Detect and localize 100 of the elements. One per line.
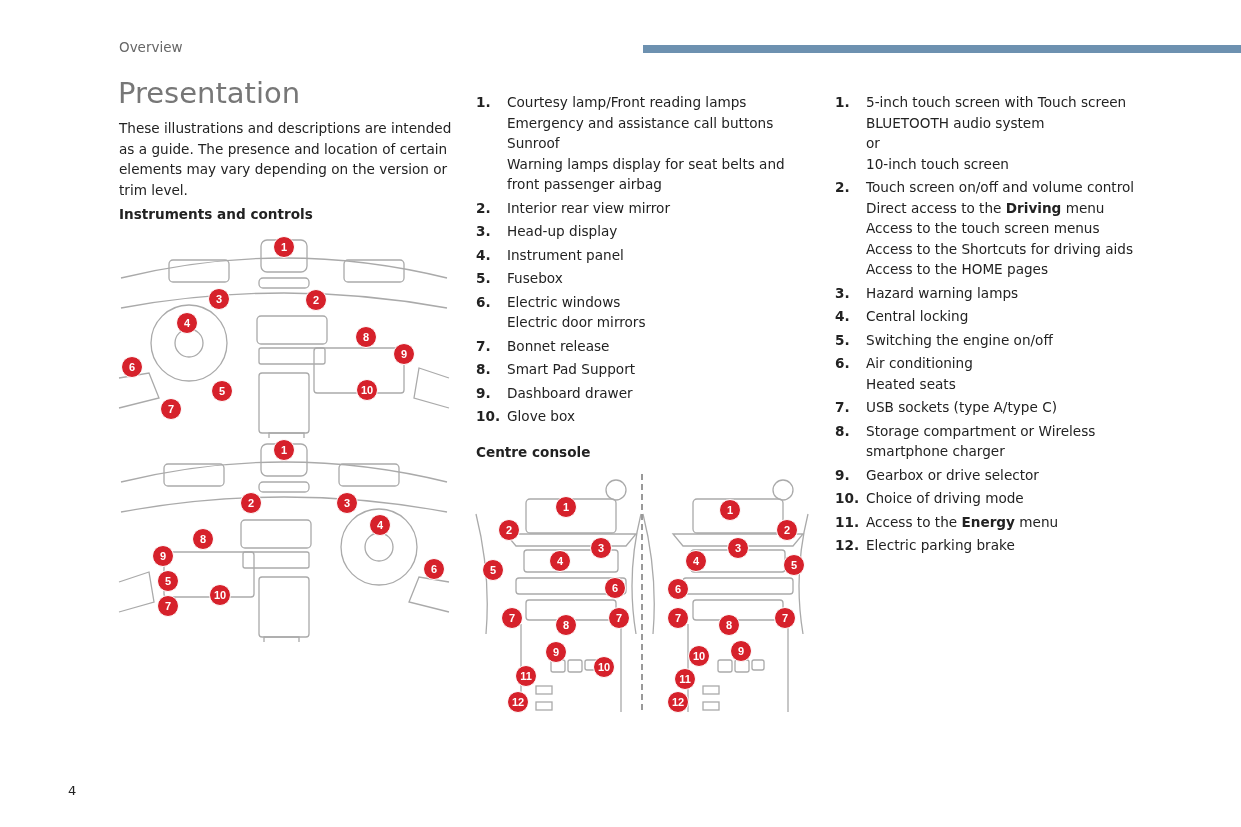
list-number: 9. (835, 465, 851, 485)
callout-number: 1 (273, 236, 295, 258)
subheading: Instruments and controls (119, 206, 313, 222)
list-number: 7. (476, 336, 492, 356)
list-item-text: Glove box (507, 407, 576, 426)
callout-number: 2 (498, 519, 520, 541)
list-item-text: Direct access to the Driving menu (866, 198, 1106, 218)
list-number: 4. (835, 307, 851, 326)
callout-number: 1 (555, 496, 577, 518)
list-item-text: Instrument panel (507, 245, 625, 265)
list-item-text: Bonnet release (507, 336, 611, 356)
callout-number: 8 (192, 528, 214, 550)
callout-number: 12 (507, 691, 529, 713)
list-item-text: Head-up display (507, 222, 619, 241)
list-number: 5. (476, 269, 492, 288)
callout-number: 12 (667, 691, 689, 713)
list-number: 6. (476, 292, 492, 312)
subheading: Centre console (476, 444, 591, 460)
callout-number: 2 (776, 519, 798, 541)
list-item-text: Fusebox (507, 269, 564, 288)
list-item-text: Access to the touch screen menus (866, 219, 1101, 238)
list-number: 10. (835, 489, 861, 508)
list-number: 2. (835, 178, 851, 197)
callout-number: 11 (674, 668, 696, 690)
list-number: 6. (835, 354, 851, 373)
page-number: 4 (68, 783, 77, 798)
intro-paragraph: These illustrations and descriptions are intended as a guide. The presence and location of certain elements may vary depending on the version or trim level. (119, 119, 453, 200)
callout-number: 5 (157, 570, 179, 592)
list-number: 4. (476, 245, 492, 265)
callout-number: 7 (157, 595, 179, 617)
callout-number: 3 (590, 537, 612, 559)
callout-number: 8 (355, 326, 377, 348)
list-item-text: Hazard warning lamps (866, 283, 1020, 303)
callout-number: 6 (667, 578, 689, 600)
callout-number: 9 (393, 343, 415, 365)
list-item-text: Access to the Shortcuts for driving aids (866, 239, 1134, 259)
list-item-text: Interior rear view mirror (507, 198, 671, 218)
list-item-text: Dashboard drawer (507, 383, 634, 403)
list-item-text: Storage compartment or Wireless smartphone charger (866, 421, 1097, 461)
list-item-text: USB sockets (type A/type C) (866, 398, 1058, 417)
callout-number: 10 (209, 584, 231, 606)
list-number: 3. (476, 222, 492, 241)
list-number: 11. (835, 512, 861, 532)
list-number: 1. (476, 93, 492, 112)
list-item-text: Access to the HOME pages (866, 260, 1050, 279)
list-item-text: Air conditioning (866, 354, 974, 373)
callout-number: 2 (305, 289, 327, 311)
callout-number: 3 (727, 537, 749, 559)
page-title: Presentation (118, 76, 301, 110)
list-number: 5. (835, 330, 851, 350)
list-number: 8. (835, 421, 851, 441)
callout-number: 8 (718, 614, 740, 636)
callout-number: 7 (774, 607, 796, 629)
list-item-text: Smart Pad Support (507, 360, 637, 379)
section-heading: Overview (119, 39, 183, 55)
callout-number: 4 (685, 550, 707, 572)
callout-number: 9 (730, 640, 752, 662)
list-item-text: Choice of driving mode (866, 489, 1025, 508)
list-number: 9. (476, 383, 492, 403)
callout-number: 4 (176, 312, 198, 334)
list-item-text: Sunroof (507, 134, 561, 153)
list-number: 2. (476, 198, 492, 218)
callout-number: 6 (423, 558, 445, 580)
list-number: 10. (476, 407, 502, 426)
callout-number: 6 (121, 356, 143, 378)
list-item-text: Access to the Energy menu (866, 512, 1060, 532)
list-item-text: or (866, 134, 881, 153)
list-number: 8. (476, 360, 492, 379)
list-item-text: Heated seats (866, 374, 957, 394)
list-item-text: Gearbox or drive selector (866, 465, 1040, 485)
list-item-text: 10-inch touch screen (866, 154, 1010, 174)
callout-number: 1 (273, 439, 295, 461)
callout-number: 4 (549, 550, 571, 572)
callout-number: 5 (211, 380, 233, 402)
callout-number: 5 (482, 559, 504, 581)
callout-number: 10 (688, 645, 710, 667)
callout-number: 9 (152, 545, 174, 567)
callout-number: 8 (555, 614, 577, 636)
list-number: 7. (835, 398, 851, 417)
callout-number: 7 (501, 607, 523, 629)
callout-number: 11 (515, 665, 537, 687)
callout-number: 10 (356, 379, 378, 401)
list-item-text: Electric parking brake (866, 536, 1016, 555)
list-number: 12. (835, 536, 861, 555)
list-item-text: Central locking (866, 307, 970, 326)
list-item-text: Warning lamps display for seat belts and front passenger airbag (507, 154, 786, 194)
list-number: 3. (835, 283, 851, 303)
callout-number: 1 (719, 499, 741, 521)
callout-number: 3 (336, 492, 358, 514)
list-number: 1. (835, 93, 851, 112)
callout-number: 7 (160, 398, 182, 420)
callout-number: 10 (593, 656, 615, 678)
callout-number: 7 (608, 607, 630, 629)
list-item-text: Courtesy lamp/Front reading lamps (507, 93, 748, 112)
list-item-text: Electric windows (507, 292, 622, 312)
callout-number: 6 (604, 577, 626, 599)
callout-number: 2 (240, 492, 262, 514)
callout-number: 5 (783, 554, 805, 576)
callout-number: 3 (208, 288, 230, 310)
callout-number: 9 (545, 641, 567, 663)
